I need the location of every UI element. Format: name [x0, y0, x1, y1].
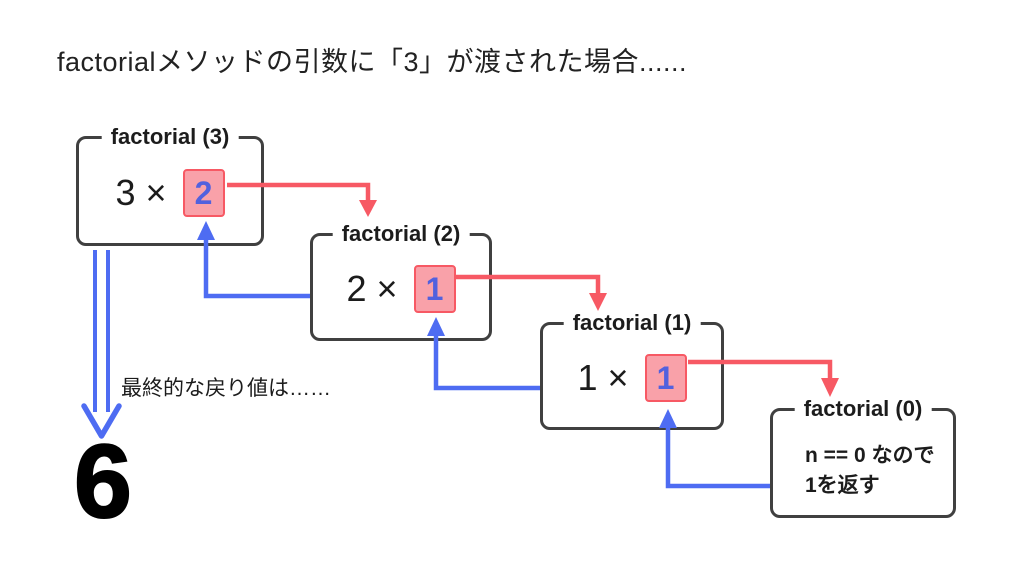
call-frame-factorial-3: factorial (3) 3 × 2 [76, 124, 264, 246]
final-return-value: 6 [73, 424, 133, 540]
expression-row: 2 × 1 [346, 265, 456, 313]
base-case-line-2: 1を返す [805, 474, 880, 497]
call-frame-factorial-0: factorial (0) n == 0 なので 1を返す [770, 396, 956, 518]
final-return-arrow [81, 250, 122, 439]
expression-row: 3 × 2 [115, 169, 225, 217]
diagram-title: factorialメソッドの引数に「3」が渡された場合...... [57, 47, 688, 77]
base-case-line-1: n == 0 なので [805, 444, 935, 467]
frame-label-factorial-0: factorial (0) [794, 396, 932, 422]
frame-label-factorial-2: factorial (2) [332, 221, 470, 247]
expression-text: 2 × [346, 268, 398, 309]
final-return-note: 最終的な戻り値は…… [121, 377, 331, 400]
expression-text: 1 × [577, 357, 629, 398]
expression-row: 1 × 1 [577, 354, 687, 402]
expression-text: 3 × [115, 172, 167, 213]
returned-value-box-f2: 1 [413, 265, 456, 313]
returned-value-box-f3: 2 [182, 169, 225, 217]
call-frame-factorial-2: factorial (2) 2 × 1 [310, 221, 492, 341]
frame-label-factorial-1: factorial (1) [563, 310, 701, 336]
returned-value-box-f1: 1 [644, 354, 687, 402]
frame-label-factorial-3: factorial (3) [101, 124, 239, 150]
call-frame-factorial-1: factorial (1) 1 × 1 [540, 310, 724, 430]
base-case-text: n == 0 なので 1を返す [773, 411, 953, 501]
